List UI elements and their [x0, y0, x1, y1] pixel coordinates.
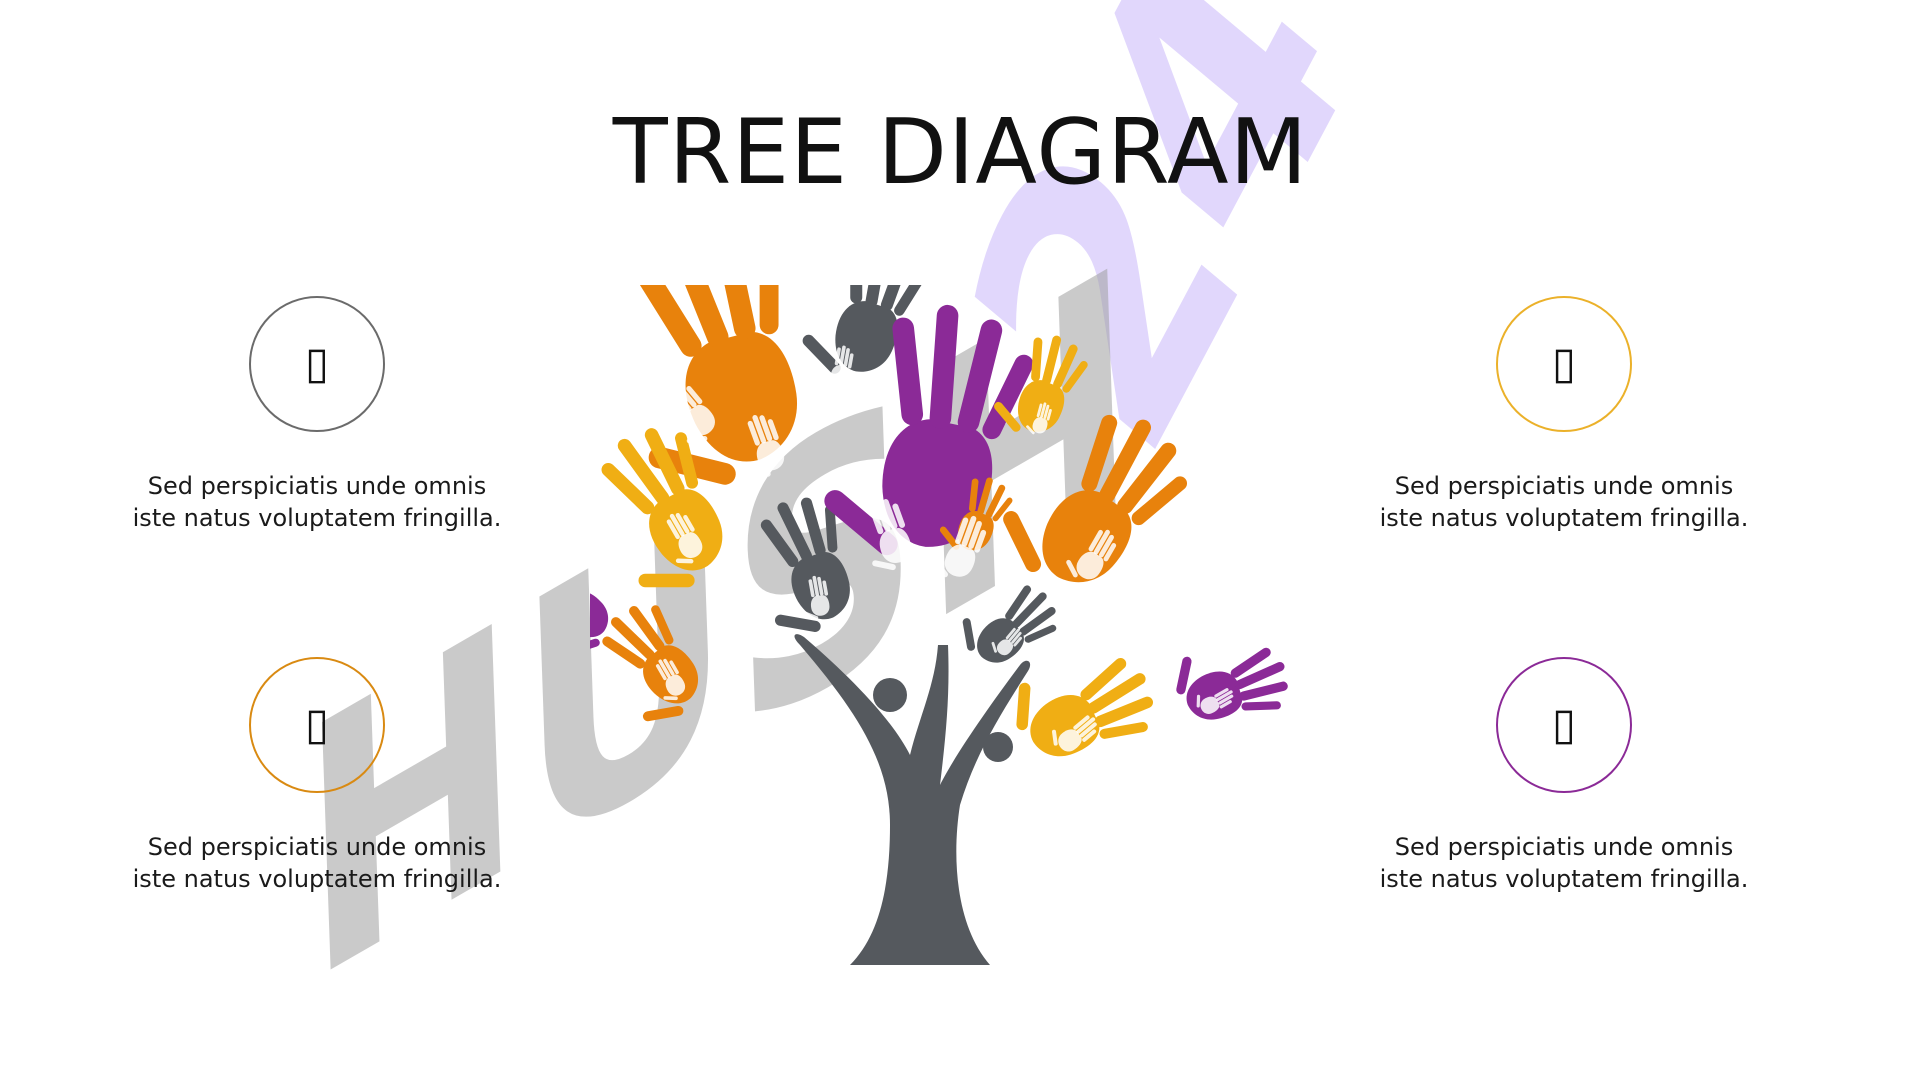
item-top-left: ▯ Sed perspiciatis unde omnis iste natus… [107, 296, 527, 534]
page-title: TREE DIAGRAM [612, 100, 1309, 205]
tree-trunk [794, 634, 1031, 965]
placeholder-icon: ▯ [1551, 338, 1577, 389]
placeholder-icon: ▯ [304, 338, 330, 389]
item-description: Sed perspiciatis unde omnis iste natus v… [1379, 833, 1749, 893]
placeholder-icon: ▯ [304, 699, 330, 750]
item-top-right: ▯ Sed perspiciatis unde omnis iste natus… [1354, 296, 1774, 534]
item-description: Sed perspiciatis unde omnis iste natus v… [1379, 472, 1749, 532]
icon-circle-top-left: ▯ [249, 296, 385, 432]
placeholder-icon: ▯ [1551, 699, 1577, 750]
icon-circle-bottom-left: ▯ [249, 657, 385, 793]
icon-circle-top-right: ▯ [1496, 296, 1632, 432]
item-bottom-left: ▯ Sed perspiciatis unde omnis iste natus… [107, 657, 527, 895]
item-description: Sed perspiciatis unde omnis iste natus v… [132, 472, 502, 532]
item-description: Sed perspiciatis unde omnis iste natus v… [132, 833, 502, 893]
tree-illustration [590, 285, 1299, 965]
icon-circle-bottom-right: ▯ [1496, 657, 1632, 793]
item-bottom-right: ▯ Sed perspiciatis unde omnis iste natus… [1354, 657, 1774, 895]
